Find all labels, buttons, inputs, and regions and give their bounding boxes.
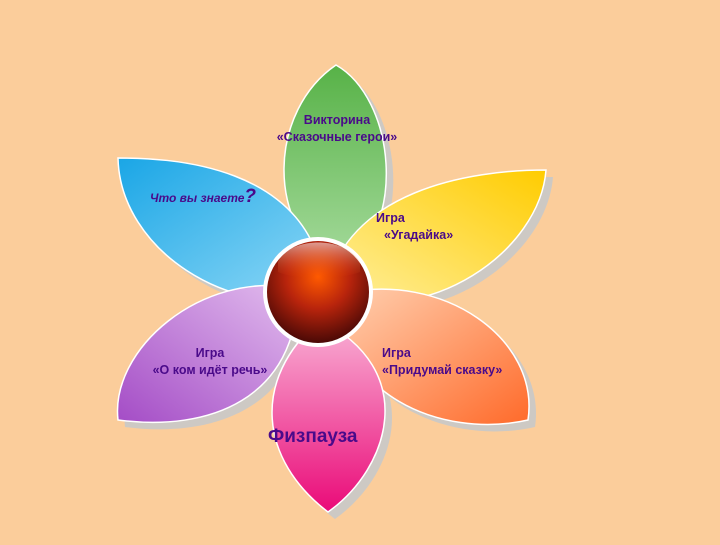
quiz-line-1: Викторина (303, 113, 371, 127)
quiz-line-2: «Сказочные герои» (276, 129, 398, 144)
phys-text: Физпауза (268, 426, 358, 447)
guess-line-2: «Угадайка» (384, 227, 454, 242)
label-quiz: Викторина «Сказочные герои» (262, 112, 412, 146)
speech-line-2: «О ком идёт речь» (152, 362, 268, 377)
tale-line-1: Игра (382, 346, 411, 360)
center-shine (278, 242, 360, 278)
label-speech: Игра «О ком идёт речь» (140, 345, 280, 379)
label-phys: Физпауза (268, 424, 357, 450)
label-guess: Игра «Угадайка» (376, 210, 453, 244)
question-mark: ? (244, 186, 257, 207)
guess-line-1: Игра (376, 211, 405, 225)
tale-line-2: «Придумай сказку» (382, 362, 503, 377)
know-text: Что вы знаете (150, 191, 245, 205)
label-know: Что вы знаете? (150, 184, 256, 210)
label-tale: Игра «Придумай сказку» (382, 345, 502, 379)
speech-line-1: Игра (195, 346, 225, 360)
